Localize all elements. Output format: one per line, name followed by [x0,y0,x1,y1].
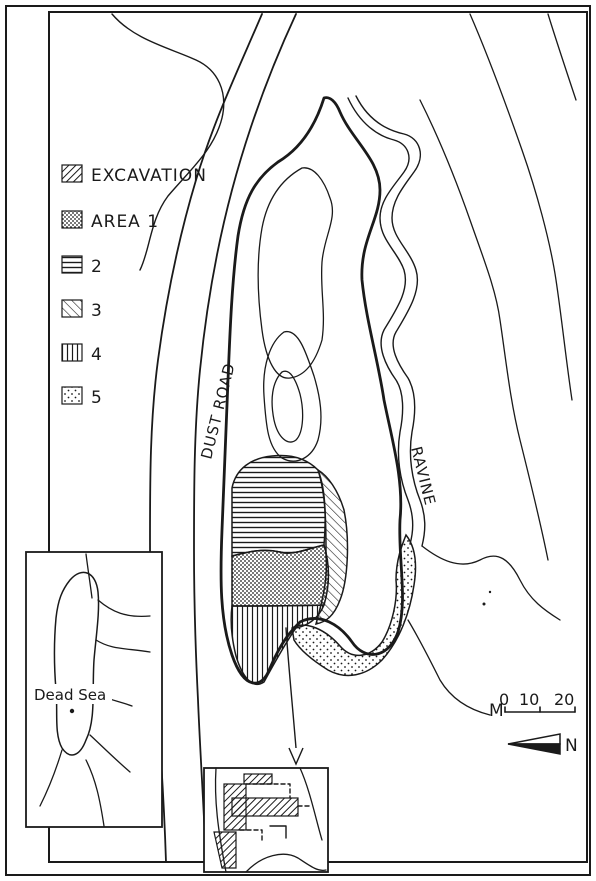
area-1 [231,544,330,607]
north-arrow: N [507,733,578,756]
area-2 [231,454,326,557]
legend: EXCAVATION AREA 1 2 3 4 5 [61,164,207,408]
scale-tick-10: 10 [519,690,539,709]
legend-swatch-area1 [61,210,83,229]
scale-bar: M 0 10 20 [489,690,576,721]
legend-swatch-area5 [61,386,83,405]
excavation-trench-south [213,831,237,869]
legend-label-area1: AREA 1 [91,212,159,232]
legend-label-area4: 4 [91,345,103,365]
legend-label-area5: 5 [91,388,103,408]
scale-tick-0: 0 [499,690,509,709]
contour-east [407,13,577,716]
tell-contours [257,167,334,462]
legend-label-area2: 2 [91,257,103,277]
legend-swatch-area3 [61,299,83,318]
spot-marks [482,590,492,606]
north-label: N [565,736,578,756]
study-areas [230,454,417,685]
ravine [347,95,426,547]
area-3 [314,468,349,625]
contour-west [111,13,225,271]
detail-arrow [285,627,304,766]
legend-swatch-area2 [61,255,83,274]
legend-label-area3: 3 [91,301,103,321]
inset-excavation [203,767,329,873]
excavation-trench-north [243,773,273,785]
scale-unit: M [489,701,504,721]
legend-swatch-excavation [61,164,83,183]
excavation-trench-west [223,783,247,831]
area-5 [291,533,417,677]
scale-tick-20: 20 [554,690,574,709]
legend-swatch-area4 [61,343,83,362]
site-location-dot [69,708,75,714]
inset-dead-sea: Dead Sea [25,551,163,828]
legend-label-excavation: EXCAVATION [91,166,207,186]
dead-sea-label-bg [30,684,112,704]
dead-sea-label: Dead Sea [34,686,106,704]
